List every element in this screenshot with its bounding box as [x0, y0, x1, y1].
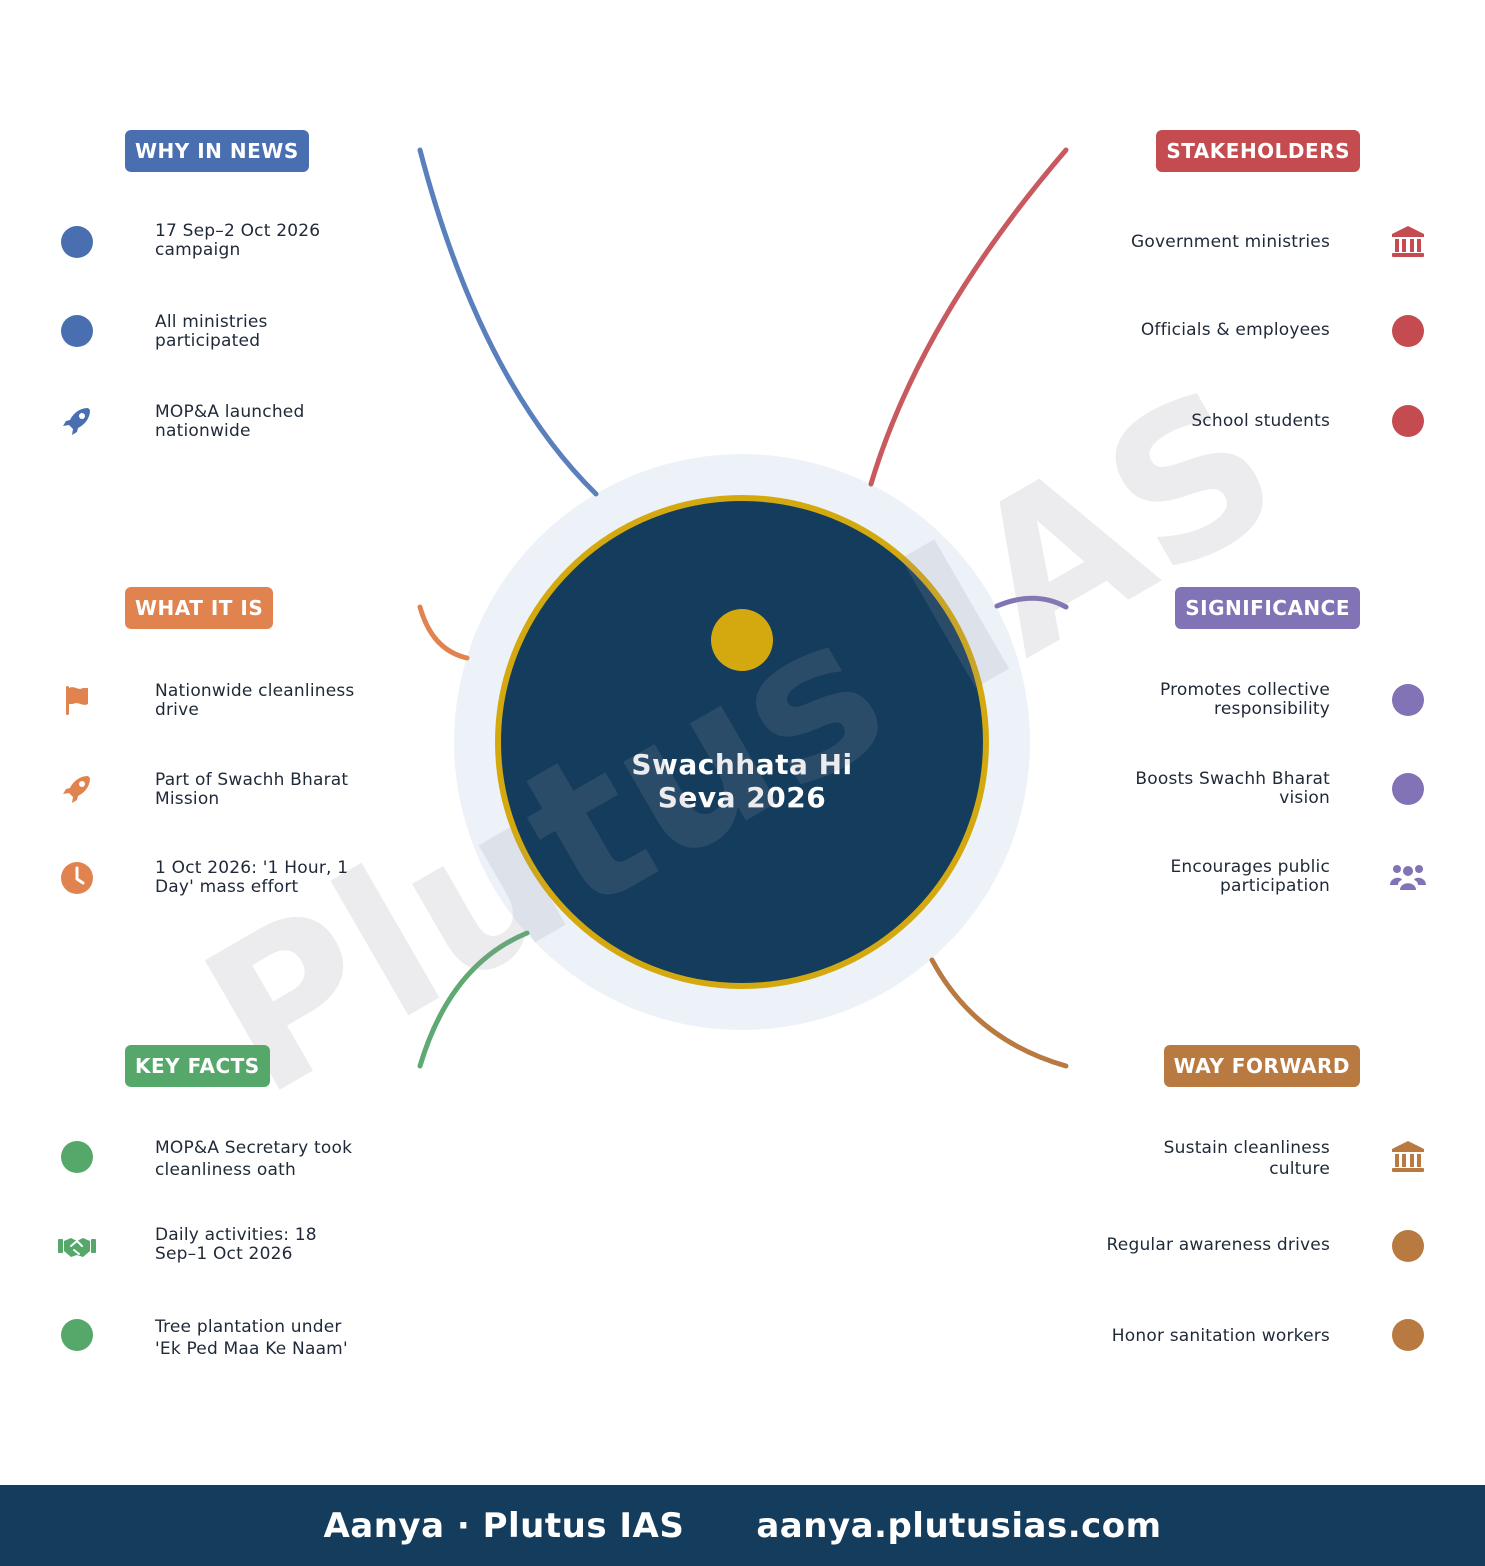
center-title-line1: Swachhata Hi	[631, 748, 853, 781]
center-dot	[711, 609, 773, 671]
significance-item-1-line1: Promotes collective	[1159, 680, 1330, 700]
significance-item-1-line2: responsibility	[1214, 699, 1330, 719]
why-item-2: All ministries participated	[155, 313, 385, 351]
circle-icon	[57, 1137, 97, 1177]
rocket-icon	[57, 401, 97, 441]
facts-item-2-line1: Daily activities: 18	[155, 1225, 317, 1245]
forward-item-2-line1: Regular awareness drives	[1106, 1235, 1330, 1255]
circle-icon	[1388, 1226, 1428, 1266]
tag-way-forward: WAY FORWARD	[1163, 1045, 1360, 1087]
tag-key-facts: KEY FACTS	[125, 1045, 270, 1087]
connector-significance	[994, 595, 1069, 610]
flag-icon	[57, 680, 97, 720]
connector-what	[417, 604, 470, 661]
circle-icon	[1388, 1315, 1428, 1355]
center-title: Swachhata Hi Seva 2026	[542, 748, 942, 814]
connector-forward	[929, 957, 1069, 1069]
landmark-icon	[1388, 222, 1428, 262]
facts-item-2-line2: Sep–1 Oct 2026	[155, 1244, 293, 1264]
circle-icon	[1388, 769, 1428, 809]
circle-icon	[1388, 680, 1428, 720]
what-item-1: Nationwide cleanliness drive	[155, 682, 385, 720]
significance-item-3-line2: participation	[1219, 876, 1330, 896]
facts-item-2: Daily activities: 18 Sep–1 Oct 2026	[155, 1226, 385, 1264]
people-group-icon	[1388, 858, 1428, 898]
clock-icon	[57, 858, 97, 898]
what-item-2: Part of Swachh Bharat Mission	[155, 771, 385, 809]
forward-item-3: Honor sanitation workers	[1070, 1327, 1330, 1346]
connector-stakeholders	[868, 147, 1069, 487]
what-item-1-line2: drive	[155, 700, 200, 720]
circle-icon	[1388, 311, 1428, 351]
what-item-3: 1 Oct 2026: '1 Hour, 1 Day' mass effort	[155, 859, 385, 897]
stakeholders-item-1: Government ministries	[1070, 233, 1330, 252]
tag-why-in-news: WHY IN NEWS	[125, 130, 309, 172]
circle-icon	[57, 1315, 97, 1355]
facts-item-1-line2: cleanliness oath	[155, 1160, 296, 1180]
tag-what-it-is: WHAT IT IS	[125, 587, 274, 629]
why-item-1-line1: 17 Sep–2 Oct 2026	[155, 221, 321, 241]
footer-website-link[interactable]: aanya.plutusias.com	[756, 1505, 1162, 1546]
what-item-2-line2: Mission	[155, 789, 220, 809]
significance-item-1: Promotes collective responsibility	[1070, 681, 1330, 719]
forward-item-2: Regular awareness drives	[1070, 1236, 1330, 1255]
forward-item-3-line1: Honor sanitation workers	[1111, 1326, 1330, 1346]
stakeholders-item-1-line1: Government ministries	[1131, 232, 1330, 252]
why-item-2-line2: participated	[155, 331, 261, 351]
center-circle	[495, 495, 989, 989]
stakeholders-item-2: Officials & employees	[1070, 321, 1330, 340]
why-item-3: MOP&A launched nationwide	[155, 403, 385, 441]
footer-author: Aanya · Plutus IAS	[323, 1505, 685, 1546]
handshake-icon	[57, 1226, 97, 1266]
circle-icon	[57, 222, 97, 262]
what-item-3-line1: 1 Oct 2026: '1 Hour, 1	[155, 858, 349, 878]
stakeholders-item-3: School students	[1070, 412, 1330, 431]
significance-item-3-line1: Encourages public	[1170, 857, 1330, 877]
connector-why	[417, 147, 599, 497]
facts-item-1-line1: MOP&A Secretary took	[155, 1138, 353, 1158]
why-item-1: 17 Sep–2 Oct 2026 campaign	[155, 222, 385, 260]
what-item-1-line1: Nationwide cleanliness	[155, 681, 355, 701]
significance-item-2-line1: Boosts Swachh Bharat	[1135, 769, 1330, 789]
why-item-1-line2: campaign	[155, 240, 241, 260]
stakeholders-item-2-line1: Officials & employees	[1140, 320, 1330, 340]
tag-significance: SIGNIFICANCE	[1175, 587, 1360, 629]
what-item-3-line2: Day' mass effort	[155, 877, 299, 897]
significance-item-2-line2: vision	[1279, 788, 1330, 808]
rocket-icon	[57, 769, 97, 809]
tag-stakeholders: STAKEHOLDERS	[1156, 130, 1360, 172]
stakeholders-item-3-line1: School students	[1191, 411, 1330, 431]
connector-facts	[417, 930, 530, 1069]
facts-item-3-line1: Tree plantation under	[155, 1317, 342, 1337]
forward-item-1: Sustain cleanliness culture	[1070, 1138, 1330, 1180]
center-title-line2: Seva 2026	[657, 781, 827, 814]
facts-item-3: Tree plantation under 'Ek Ped Maa Ke Naa…	[155, 1316, 385, 1360]
significance-item-2: Boosts Swachh Bharat vision	[1070, 770, 1330, 808]
circle-icon	[57, 311, 97, 351]
landmark-icon	[1388, 1137, 1428, 1177]
significance-item-3: Encourages public participation	[1070, 858, 1330, 896]
footer-bar: Aanya · Plutus IAS aanya.plutusias.com	[0, 1485, 1485, 1566]
circle-icon	[1388, 401, 1428, 441]
facts-item-1: MOP&A Secretary took cleanliness oath	[155, 1137, 385, 1181]
why-item-3-line2: nationwide	[155, 421, 251, 441]
what-item-2-line1: Part of Swachh Bharat	[155, 770, 349, 790]
forward-item-1-line2: culture	[1269, 1159, 1330, 1179]
why-item-2-line1: All ministries	[155, 312, 268, 332]
facts-item-3-line2: 'Ek Ped Maa Ke Naam'	[155, 1339, 348, 1359]
forward-item-1-line1: Sustain cleanliness	[1163, 1138, 1330, 1158]
why-item-3-line1: MOP&A launched	[155, 402, 305, 422]
